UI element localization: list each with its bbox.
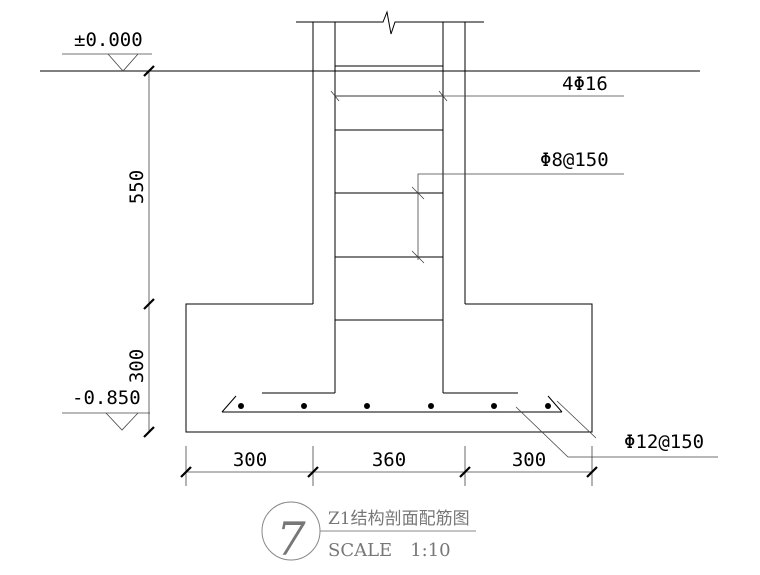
callout-bottom-mesh [515, 400, 718, 458]
dim-horizontal-middle: 360 [372, 449, 406, 471]
label-bottom-mesh: Φ12@150 [624, 431, 704, 453]
callout-longitudinal [330, 90, 624, 102]
bottom-mesh-hook-right [547, 395, 563, 413]
drawing-scale: SCALE 1:10 [328, 540, 451, 561]
dim-horizontal-left: 300 [233, 449, 267, 471]
elevation-bottom: -0.850 [72, 387, 141, 409]
elevation-marker-top [62, 53, 152, 72]
label-longitudinal: 4Φ16 [562, 73, 608, 95]
callout-stirrup [411, 173, 624, 264]
elevation-top: ±0.000 [74, 29, 143, 51]
label-stirrup: Φ8@150 [540, 149, 609, 171]
break-line [296, 10, 484, 35]
dim-horizontal-right: 300 [512, 449, 546, 471]
drawing-number: 7 [276, 512, 306, 566]
drawing-title: Z1结构剖面配筋图 [328, 509, 470, 529]
dim-vertical-550: 550 [126, 170, 148, 204]
stirrups [335, 65, 443, 321]
dim-vertical-300: 300 [126, 349, 148, 383]
bottom-mesh-hook-left [221, 395, 237, 413]
elevation-marker-bottom [62, 412, 150, 431]
rebar-dots [238, 403, 551, 409]
footing-outline [185, 303, 593, 433]
